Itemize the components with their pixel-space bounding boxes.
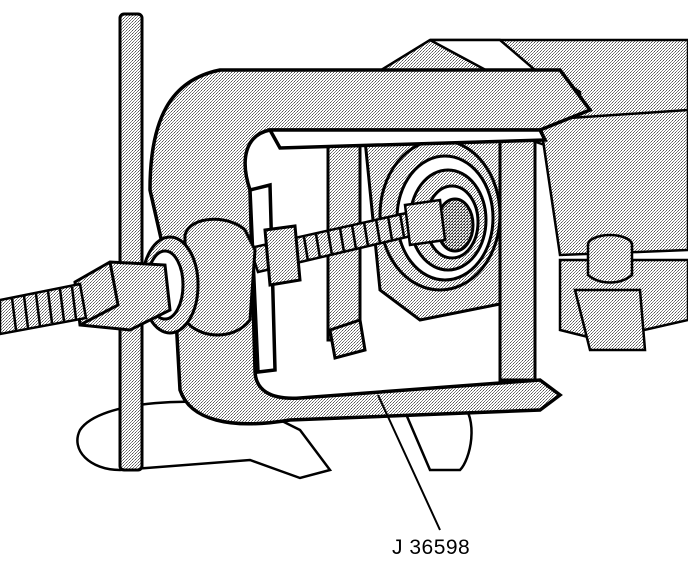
tool-callout-label: J 36598 <box>392 536 471 559</box>
flange <box>573 233 647 352</box>
hex-nut <box>73 260 172 332</box>
callout-leader <box>377 394 441 531</box>
support-rod <box>118 12 144 472</box>
frame-bottom-rail <box>328 318 367 360</box>
extension-rod <box>0 282 88 336</box>
